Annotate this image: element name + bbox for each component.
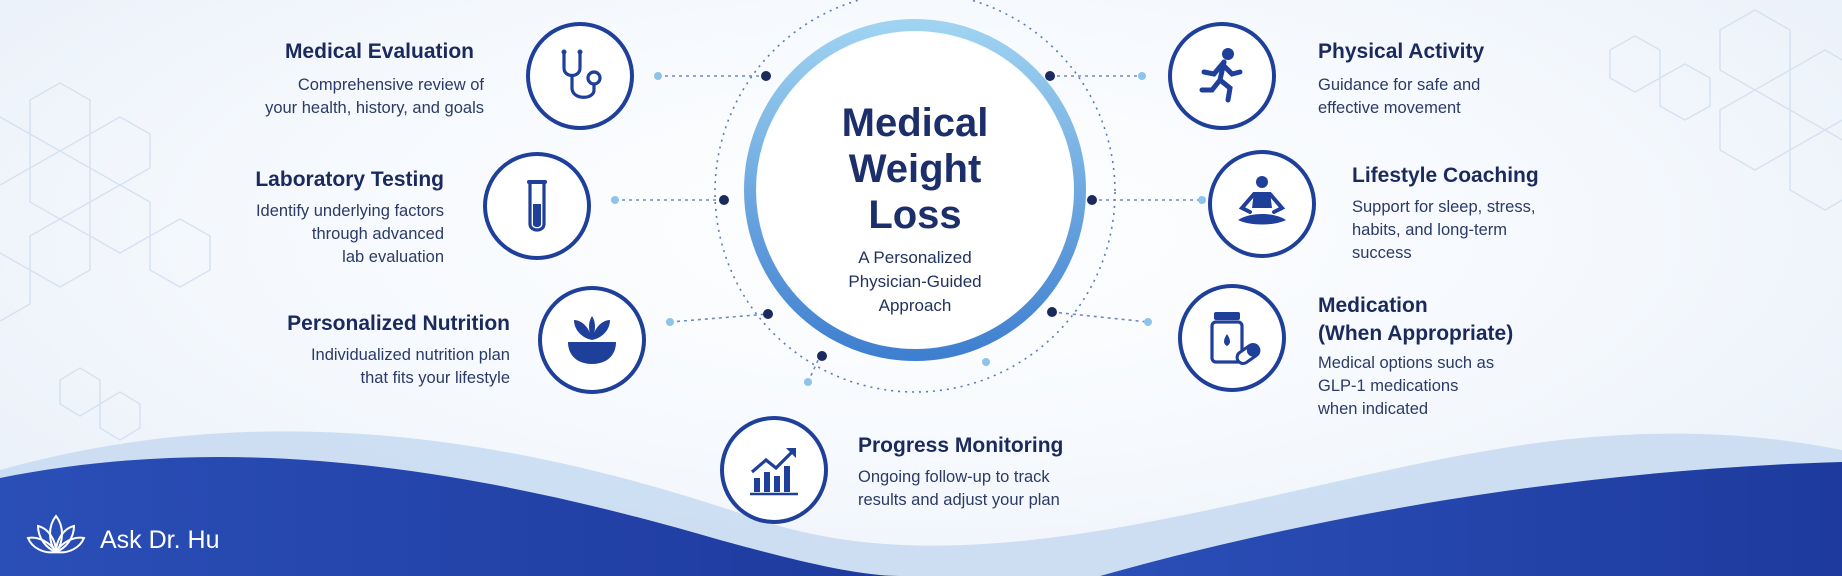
laboratory-testing-title: Laboratory Testing (255, 168, 444, 191)
hexagon-pattern-left (0, 82, 211, 441)
pill-bottle-icon (1210, 312, 1261, 365)
medication-title: Medication (When Appropriate) (1318, 292, 1513, 348)
medication-desc: Medical options such as GLP-1 medication… (1318, 352, 1494, 421)
medication-title-line: Medication (1318, 294, 1428, 317)
desc-line: results and adjust your plan (858, 491, 1060, 509)
desc-line: Medical options such as (1318, 354, 1495, 372)
center-subtitle-line: Physician-Guided (848, 272, 982, 291)
center-ring (744, 19, 1086, 361)
lifestyle-coaching-title: Lifestyle Coaching (1352, 164, 1539, 187)
personalized-nutrition-title: Personalized Nutrition (287, 312, 510, 335)
outer-dotted-ring (714, 0, 1116, 393)
center-title-line: Weight (848, 147, 982, 191)
growth-chart-icon (750, 448, 798, 496)
desc-line: Guidance for safe and (1318, 76, 1481, 94)
personalized-nutrition-desc: Individualized nutrition plan that fits … (311, 344, 510, 390)
desc-line: GLP-1 medications (1318, 377, 1459, 395)
medical-evaluation-title: Medical Evaluation (284, 40, 474, 63)
center-subtitle-line: A Personalized (858, 248, 972, 267)
stethoscope-icon (561, 49, 602, 99)
wave-dark (0, 456, 900, 576)
center-title: Medical Weight Loss (790, 100, 1040, 238)
physical-activity-title: Physical Activity (1318, 40, 1485, 63)
medication-title-line: (When Appropriate) (1318, 322, 1514, 345)
brand-name: Ask Dr. Hu (100, 526, 220, 554)
running-person-icon (1199, 48, 1243, 103)
desc-line: when indicated (1318, 400, 1429, 418)
laboratory-testing-desc: Identify underlying factors through adva… (256, 200, 444, 269)
center-subtitle: A Personalized Physician-Guided Approach (800, 246, 1030, 318)
meditation-icon (1238, 176, 1286, 225)
wave-dark-right (1100, 462, 1842, 576)
connector-end-dots (611, 72, 1206, 386)
desc-line: Ongoing follow-up to track (858, 468, 1050, 486)
desc-line: lab evaluation (342, 248, 444, 266)
desc-line: Support for sleep, stress, (1352, 198, 1536, 216)
desc-line: habits, and long-term (1352, 221, 1508, 239)
center-title-line: Medical (841, 101, 989, 145)
desc-line: Identify underlying factors (255, 202, 444, 220)
desc-line: through advanced (311, 225, 444, 243)
hexagon-pattern-right (1609, 9, 1842, 211)
center-disc (757, 32, 1073, 348)
desc-line: success (1352, 244, 1412, 262)
lotus-logo-icon (26, 514, 86, 554)
connector-dots (719, 71, 1097, 361)
desc-line: Comprehensive review of (297, 76, 484, 94)
desc-line: your health, history, and goals (265, 99, 484, 117)
medical-evaluation-desc: Comprehensive review of your health, his… (265, 74, 484, 120)
bowl-leaves-icon (568, 316, 616, 364)
center-title-line: Loss (868, 193, 962, 237)
center-subtitle-line: Approach (878, 296, 952, 315)
desc-line: effective movement (1318, 99, 1461, 117)
lifestyle-coaching-desc: Support for sleep, stress, habits, and l… (1352, 196, 1535, 265)
connectors (615, 75, 1202, 383)
desc-line: Individualized nutrition plan (310, 346, 510, 364)
desc-line: that fits your lifestyle (360, 369, 510, 387)
progress-monitoring-title: Progress Monitoring (858, 434, 1064, 457)
physical-activity-desc: Guidance for safe and effective movement (1318, 74, 1480, 120)
test-tube-icon (527, 180, 547, 232)
progress-monitoring-desc: Ongoing follow-up to track results and a… (858, 466, 1060, 512)
